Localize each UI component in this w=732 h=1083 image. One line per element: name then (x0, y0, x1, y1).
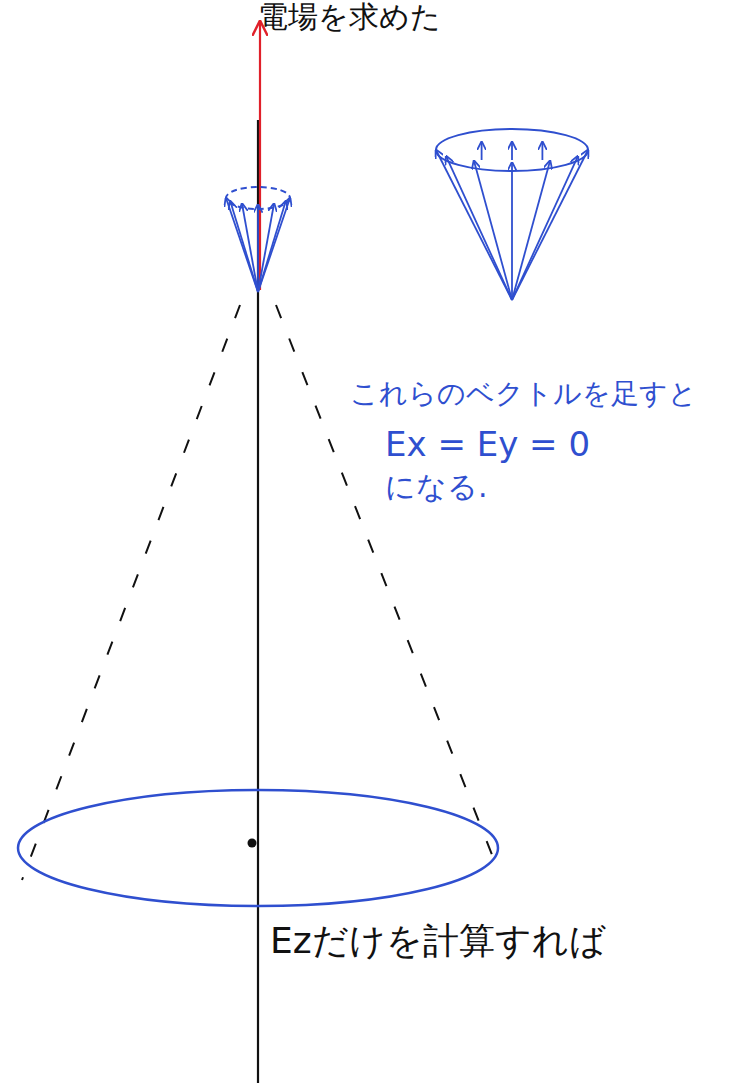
field-vector (474, 161, 512, 300)
field-vector (230, 201, 258, 292)
handwritten-note: これらのベクトルを足すと (350, 378, 697, 410)
z-component (511, 142, 513, 160)
handwritten-note: 電場を求めた (258, 0, 441, 35)
z-axis (257, 120, 259, 1083)
z-component (542, 142, 544, 160)
handwritten-note: Ezだけを計算すれば (270, 920, 606, 961)
field-vector (511, 163, 513, 300)
field-vector (257, 205, 259, 292)
handwritten-note: になる. (385, 470, 488, 505)
equation: Ex = Ey = 0 (385, 425, 590, 464)
z-component (481, 142, 483, 160)
resultant-arrow (259, 22, 261, 290)
field-vector (512, 156, 578, 300)
field-vector-cone (226, 187, 290, 292)
field-vector (446, 156, 512, 300)
ring-center (248, 839, 257, 848)
field-vector (512, 150, 588, 300)
field-vector-cone (436, 129, 588, 300)
charge-ring (18, 790, 498, 906)
field-vector (436, 150, 512, 300)
field-vector (258, 198, 290, 292)
field-vector (226, 198, 258, 292)
field-vector (242, 204, 258, 292)
cone-edge (22, 305, 240, 880)
